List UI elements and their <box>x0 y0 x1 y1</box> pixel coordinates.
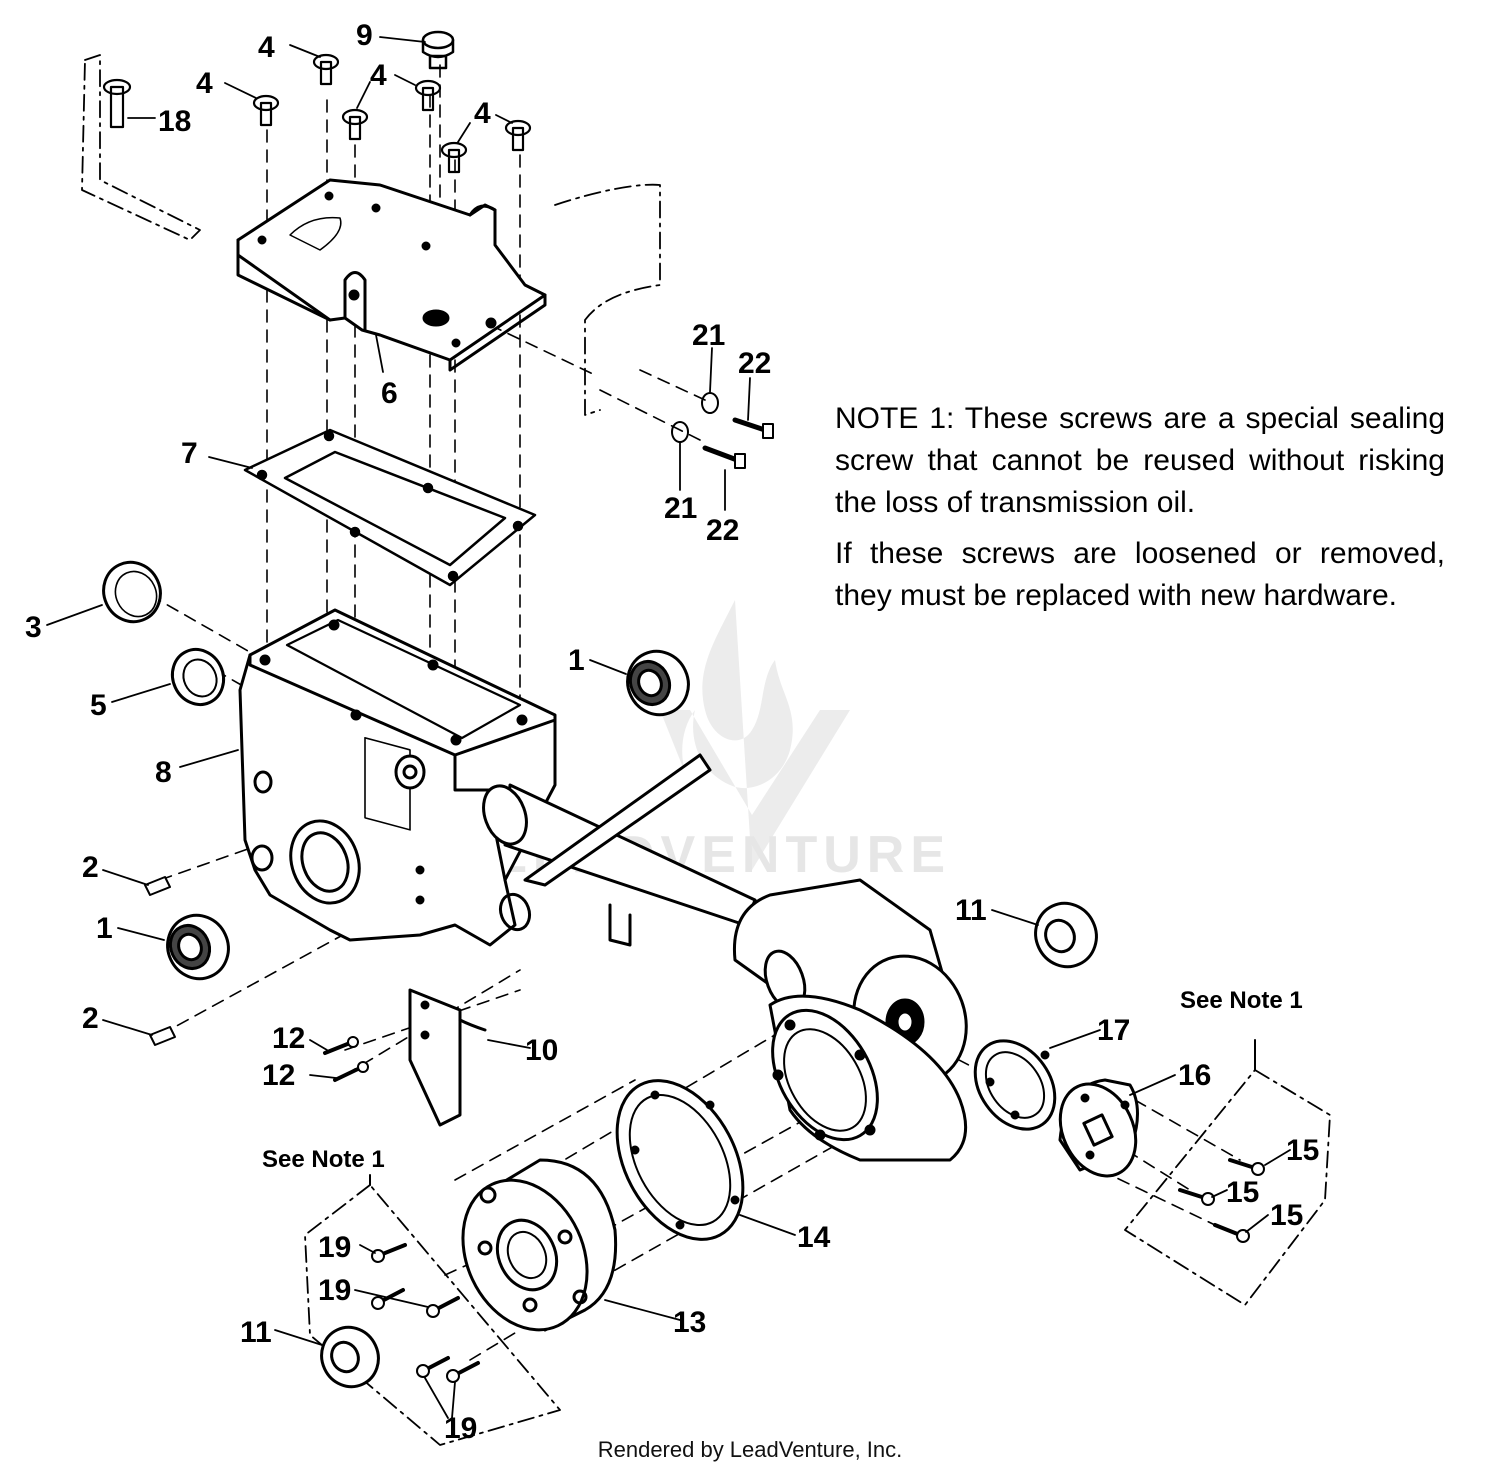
bolt-4-d <box>414 79 442 112</box>
screw-19-a <box>371 1243 407 1263</box>
callout-21: 21 <box>692 319 725 352</box>
callout-5: 5 <box>90 689 107 722</box>
bearing-1-bottom <box>166 913 230 981</box>
callout-4: 4 <box>196 67 213 100</box>
screw-15-a <box>1228 1158 1265 1176</box>
callout-22: 22 <box>706 514 739 547</box>
callout-1: 1 <box>96 912 113 945</box>
callout-15: 15 <box>1226 1176 1259 1209</box>
callout-12: 12 <box>272 1022 305 1055</box>
callout-3: 3 <box>25 611 42 644</box>
callout-19: 19 <box>444 1412 477 1445</box>
callout-labels: 4 4 4 4 9 18 6 7 21 22 21 22 3 5 8 1 2 1… <box>25 19 1319 1445</box>
callout-4: 4 <box>474 97 491 130</box>
callout-11: 11 <box>955 894 987 927</box>
seal-11-right <box>1034 901 1098 969</box>
screw-12-b <box>333 1061 369 1082</box>
bolt-18 <box>102 78 132 129</box>
bolt-4-e <box>440 141 468 174</box>
footer-credit: Rendered by LeadVenture, Inc. <box>597 1437 903 1462</box>
callout-12: 12 <box>262 1059 295 1092</box>
bolt-4-group <box>252 53 532 174</box>
gasket-14 <box>615 1079 745 1241</box>
callout-4: 4 <box>258 31 275 64</box>
gasket-7 <box>243 428 537 587</box>
transmission-housing-8 <box>238 608 557 947</box>
top-cover-plate-6 <box>236 178 547 372</box>
callout-17: 17 <box>1097 1014 1130 1047</box>
seal-11-left <box>320 1325 380 1389</box>
callout-11: 11 <box>240 1316 272 1349</box>
screw-2-bottom <box>149 1026 176 1046</box>
callout-14: 14 <box>797 1221 831 1254</box>
callout-2: 2 <box>82 1002 99 1035</box>
screw-15-b <box>1178 1188 1215 1206</box>
seal-5 <box>170 648 226 706</box>
leader-lines <box>46 36 1291 1419</box>
note-group-outlines <box>81 54 1331 1446</box>
callout-15: 15 <box>1286 1134 1319 1167</box>
callout-15: 15 <box>1270 1199 1303 1232</box>
callout-13: 13 <box>673 1306 706 1339</box>
cover-13 <box>461 1158 618 1332</box>
bolt-4-f <box>504 119 532 152</box>
washer-21-a <box>701 392 719 414</box>
bracket-18-outline <box>81 54 201 241</box>
callout-1: 1 <box>568 644 585 677</box>
tine-hub-housing <box>732 878 968 1086</box>
screw-19-b <box>371 1288 405 1310</box>
bolt-22-b <box>702 445 746 469</box>
bolt-4-c <box>341 108 369 141</box>
bolt-4-b <box>312 53 340 86</box>
callout-8: 8 <box>155 756 172 789</box>
shield-outline <box>554 183 661 416</box>
callout-9: 9 <box>356 19 373 52</box>
callout-19: 19 <box>318 1231 351 1264</box>
note-2-paragraph: If these screws are loosened or removed,… <box>835 537 1445 612</box>
bracket-10 <box>408 988 487 1127</box>
callout-10: 10 <box>525 1034 558 1067</box>
bearing-1-top <box>626 649 690 717</box>
right-note-bracket <box>1124 1069 1331 1306</box>
callout-2: 2 <box>82 851 99 884</box>
callout-18: 18 <box>158 105 191 138</box>
callout-6: 6 <box>381 377 398 410</box>
tine-mount-plate <box>523 753 712 887</box>
callout-4: 4 <box>370 59 387 92</box>
callout-21: 21 <box>664 492 697 525</box>
bolt-4-a <box>252 94 280 127</box>
seal-3 <box>102 560 162 624</box>
left-note-bracket <box>304 1184 561 1446</box>
note-2-text: If these screws are loosened or removed,… <box>835 533 1445 617</box>
see-note-label-right: See Note 1 <box>1180 987 1303 1014</box>
callout-22: 22 <box>738 347 771 380</box>
side-housing <box>768 994 968 1162</box>
see-note-label-left: See Note 1 <box>262 1146 385 1173</box>
screw-12-a <box>323 1036 359 1055</box>
callout-16: 16 <box>1178 1059 1211 1092</box>
small-hardware <box>144 392 1265 1383</box>
fill-plug-9 <box>421 30 455 70</box>
flange-16 <box>1058 1078 1139 1178</box>
screw-19-c <box>426 1296 460 1318</box>
note-1-text: NOTE 1: These screws are a special seali… <box>835 398 1445 524</box>
screw-2-top <box>144 876 171 896</box>
callout-7: 7 <box>181 437 198 470</box>
screw-15-c <box>1213 1223 1250 1243</box>
callout-19: 19 <box>318 1274 351 1307</box>
screw-19-d <box>416 1356 450 1378</box>
flame-logo-icon <box>660 600 850 870</box>
bolt-22-a <box>732 417 774 439</box>
washer-21-b <box>671 421 689 443</box>
gasket-17 <box>973 1039 1057 1131</box>
screw-19-e <box>446 1361 480 1383</box>
axle-tube <box>482 753 757 947</box>
note-1-paragraph: NOTE 1: These screws are a special seali… <box>835 402 1445 519</box>
